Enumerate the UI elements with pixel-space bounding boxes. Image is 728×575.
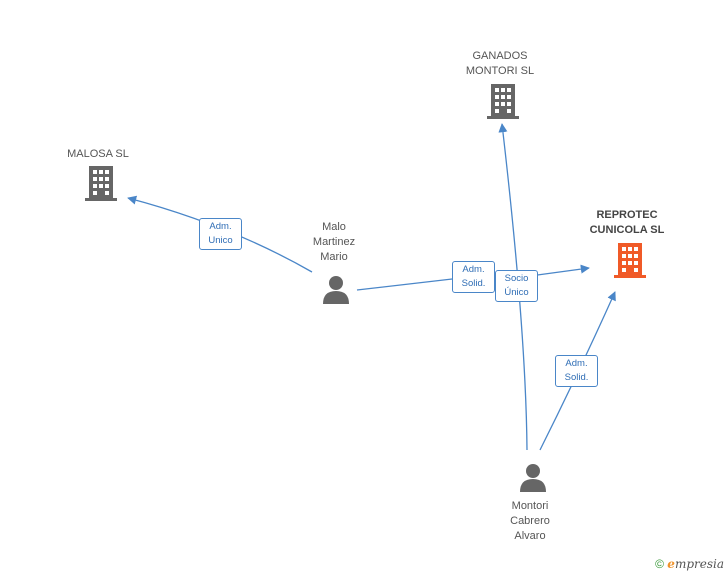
edge-montori-to-ganados — [498, 123, 528, 451]
building-icon[interactable] — [85, 166, 117, 202]
company-label-ganados: GANADOS MONTORI SL — [465, 50, 535, 77]
building-icon[interactable] — [614, 243, 646, 279]
person-label-malo: Malo Martinez Mario — [312, 221, 356, 263]
copyright-icon: © — [655, 557, 664, 571]
person-label-montori: Montori Cabrero Alvaro — [510, 500, 550, 542]
empresia-logo: empresia — [667, 557, 724, 571]
person-icon[interactable] — [518, 462, 548, 492]
edge-label-socio-unico[interactable]: Socio Único — [495, 270, 538, 302]
company-label-reprotec: REPROTEC CUNICOLA SL — [589, 209, 665, 236]
edge-montori-to-reprotec-socio — [529, 264, 590, 277]
edge-label-adm-solid-1[interactable]: Adm. Solid. — [452, 261, 495, 293]
edge-label-adm-solid-2[interactable]: Adm. Solid. — [555, 355, 598, 387]
footer-brand: © empresia — [655, 557, 724, 571]
building-icon[interactable] — [487, 84, 519, 120]
edge-label-adm-unico[interactable]: Adm. Unico — [199, 218, 242, 250]
person-icon[interactable] — [321, 274, 351, 304]
company-label-malosa: MALOSA SL — [67, 148, 129, 160]
